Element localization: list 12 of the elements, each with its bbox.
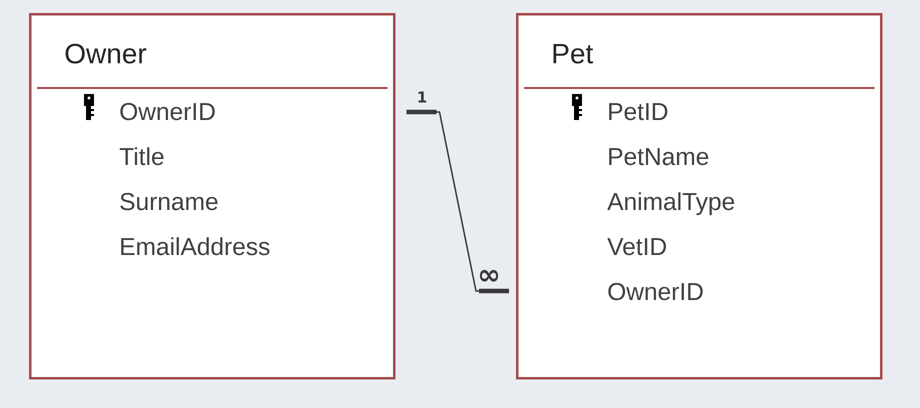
cardinality-label: ∞ [480,270,498,282]
field-name: AnimalType [607,192,734,216]
cardinality-label: 1 [418,92,426,102]
field-name: Surname [120,192,218,210]
field-name: Title [120,147,164,166]
field-name: OwnerID [120,102,215,120]
connector [406,110,509,294]
field-name: EmailAddress [121,237,270,256]
field-name: OwnerID [608,282,703,300]
field-name: VetID [607,238,666,256]
field-name: PetName [609,148,708,166]
field-name: PetID [609,103,668,120]
